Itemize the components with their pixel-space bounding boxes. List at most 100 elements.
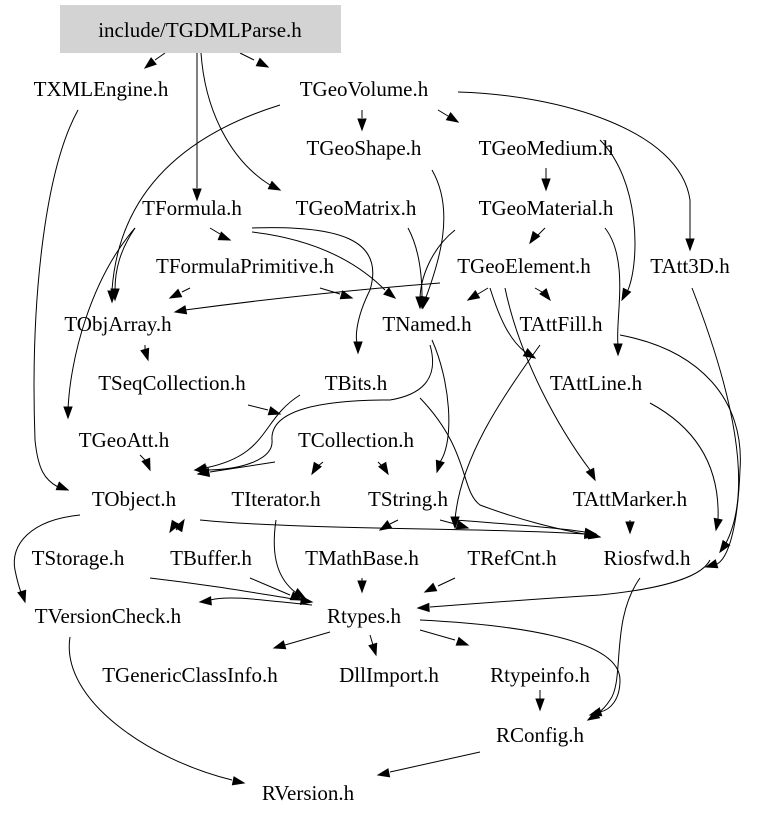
node-tgeovolume[interactable]: TGeoVolume.h <box>300 77 429 101</box>
edge-tseqcollection-tcollection-arrowhead <box>267 406 282 416</box>
graph-edges <box>13 52 741 786</box>
node-tmathbase[interactable]: TMathBase.h <box>305 546 419 570</box>
edge-txmlengine-tobject-arrowhead <box>55 481 70 491</box>
edge-riosfwd-rconfig <box>595 577 641 716</box>
node-tgeomaterial[interactable]: TGeoMaterial.h <box>479 196 614 220</box>
edge-tgeomaterial-tnamed <box>419 229 456 301</box>
edge-tgeoelement-tattmarker-arrowhead <box>585 467 596 482</box>
edge-tformulaprimitive-tobjarray <box>181 287 191 293</box>
edge-tgeoelement-tobjarray <box>184 282 441 311</box>
edge-rtypes-rtypeinfo <box>419 629 456 641</box>
node-tgenericclassinfo[interactable]: TGenericClassInfo.h <box>102 663 278 687</box>
edge-tcollection-titerator-arrowhead <box>311 461 322 476</box>
node-tgeoelement[interactable]: TGeoElement.h <box>457 254 591 278</box>
edge-tattline-riosfwd <box>649 402 719 521</box>
node-riosfwd[interactable]: Riosfwd.h <box>604 546 691 570</box>
node-trefcnt[interactable]: TRefCnt.h <box>467 546 557 570</box>
edge-rtypes-dllimport <box>369 634 374 646</box>
node-tobject[interactable]: TObject.h <box>92 487 177 511</box>
node-rconfig[interactable]: RConfig.h <box>496 723 585 747</box>
node-dllimport[interactable]: DllImport.h <box>339 663 439 687</box>
edge-tgeoelement-tattfill <box>534 287 543 293</box>
edge-tgeovolume-tgeomedium <box>437 109 449 117</box>
node-rversion[interactable]: RVersion.h <box>262 781 355 805</box>
edge-tgeovolume-tgeoshape-arrowhead <box>357 118 367 132</box>
node-tbuffer[interactable]: TBuffer.h <box>170 546 252 570</box>
edge-rtypes-tversioncheck <box>209 597 313 606</box>
edge-tseqcollection-tcollection <box>247 404 269 411</box>
node-tgeoshape[interactable]: TGeoShape.h <box>307 136 422 160</box>
edge-tgeoelement-tobjarray-arrowhead <box>173 305 188 315</box>
edge-tattfill-riosfwd-arrowhead <box>704 559 719 569</box>
node-tattfill[interactable]: TAttFill.h <box>520 312 603 336</box>
edge-tgdmlparse-tgeomatrix <box>200 52 271 186</box>
edge-tstring-trefcnt-arrowhead <box>455 520 470 530</box>
edge-rtypes-tgenericclassinfo-arrowhead <box>272 640 287 650</box>
edge-tformula-tnamed-arrowhead <box>383 287 397 299</box>
node-tgeomedium[interactable]: TGeoMedium.h <box>479 136 614 160</box>
node-tatt3d[interactable]: TAtt3D.h <box>650 254 730 278</box>
node-tstorage[interactable]: TStorage.h <box>32 546 125 570</box>
node-tseqcollection[interactable]: TSeqCollection.h <box>98 371 246 395</box>
edge-tstring-riosfwd-arrowhead <box>583 527 598 537</box>
edge-rconfig-rversion <box>389 751 481 773</box>
node-tattmarker[interactable]: TAttMarker.h <box>573 487 688 511</box>
node-rtypes[interactable]: Rtypes.h <box>327 604 402 628</box>
node-tgeomatrix[interactable]: TGeoMatrix.h <box>296 196 417 220</box>
edge-tobject-tbufferback-arrowhead <box>174 518 185 533</box>
edge-tobject-tstorage-arrowhead <box>17 589 27 604</box>
edge-rtypeinfo-rconfig-arrowhead <box>535 698 545 712</box>
node-tformula[interactable]: TFormula.h <box>142 196 242 220</box>
edge-tobject-tstorage <box>13 514 81 596</box>
edge-tbuffer-rtypes-arrowhead <box>289 591 304 601</box>
node-tstring[interactable]: TString.h <box>368 487 448 511</box>
node-tformulaprimitive[interactable]: TFormulaPrimitive.h <box>156 254 334 278</box>
node-titerator[interactable]: TIterator.h <box>231 487 321 511</box>
edge-tformulaprimitive-tobjarray-arrowhead <box>168 288 183 299</box>
edge-tformula-tformulaprimitive <box>209 227 221 235</box>
node-rtypeinfo[interactable]: Rtypeinfo.h <box>490 663 590 687</box>
edge-tformulaprimitive-tnamed-arrowhead <box>339 290 354 300</box>
node-tgeoatt[interactable]: TGeoAtt.h <box>79 428 170 452</box>
node-tversioncheck[interactable]: TVersionCheck.h <box>35 604 182 628</box>
edge-tgeomaterial-tattline <box>604 227 621 346</box>
edge-tgeoelement-tattmarker <box>504 287 591 471</box>
edge-rconfig-rversion-arrowhead <box>376 768 391 778</box>
edge-tgeoatt-tobject <box>139 454 146 461</box>
edge-tcollection-tobject-arrowhead <box>196 467 211 477</box>
edge-riosfwd-rtypes-arrowhead <box>416 602 430 613</box>
edge-tstring-trefcnt <box>439 519 456 525</box>
edge-rtypes-dllimport-arrowhead <box>368 642 378 657</box>
edge-tmathbase-rtypes-arrowhead <box>357 580 367 594</box>
edge-tgeoshape-tnamed <box>424 169 445 301</box>
edge-tatt3d-riosfwd-arrowhead <box>719 539 731 554</box>
edge-tformula-tobjarray <box>114 227 136 291</box>
node-txmlengine[interactable]: TXMLEngine.h <box>34 77 169 101</box>
edge-tversioncheck-rversion-arrowhead <box>231 776 246 786</box>
edge-rtypes-rconfig-arrowhead <box>588 707 603 717</box>
edge-tbits-tobject-arrowhead <box>193 463 208 473</box>
node-tgdmlparse[interactable]: include/TGDMLParse.h <box>98 18 302 42</box>
node-tbits[interactable]: TBits.h <box>325 371 388 395</box>
edge-tgeomaterial-tattline-arrowhead <box>613 343 623 357</box>
edge-tgeomaterial-tnamed-arrowhead <box>415 296 425 310</box>
edge-tbits-tobject <box>204 394 301 469</box>
edge-tgeoelement-tattfill-arrowhead <box>539 288 551 302</box>
edge-tgeomaterial-tgeoelement-arrowhead <box>529 230 541 245</box>
edge-tgeomedium-tgeomaterial-arrowhead <box>541 178 551 192</box>
edge-tformula-tobjarray-arrowhead <box>110 288 120 302</box>
edge-tgeomatrix-tnamed <box>407 227 423 299</box>
node-box-tgdmlparse <box>60 5 341 53</box>
edge-tnamed-tstring <box>431 339 450 463</box>
edge-tformula-tnamed <box>251 231 386 291</box>
node-tcollection[interactable]: TCollection.h <box>298 428 415 452</box>
edge-tstring-riosfwd <box>454 519 586 533</box>
node-tobjarray[interactable]: TObjArray.h <box>64 312 172 336</box>
edge-tversioncheck-rversion <box>68 636 233 781</box>
edge-rtypes-rconfig <box>419 619 621 713</box>
node-tnamed[interactable]: TNamed.h <box>382 312 472 336</box>
node-tattline[interactable]: TAttLine.h <box>550 371 643 395</box>
edge-tstring-tmathbase <box>389 519 399 525</box>
edge-tgdmlparse-txmlengine <box>154 52 166 61</box>
